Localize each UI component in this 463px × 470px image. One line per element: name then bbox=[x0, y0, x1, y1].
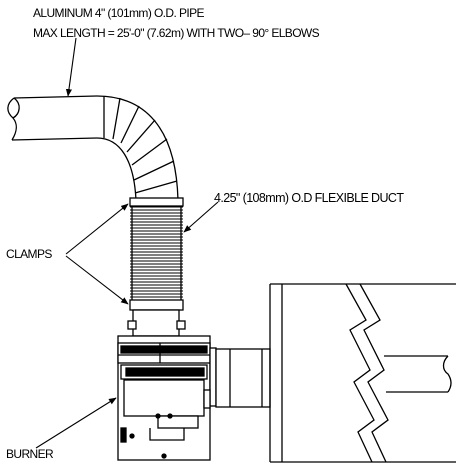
pipe-label-line1: ALUMINUM 4" (101mm) O.D. PIPE bbox=[33, 6, 204, 20]
burner-collar bbox=[132, 309, 180, 337]
pipe-label-line2: MAX LENGTH = 25'-0" (7.62m) WITH TWO– 90… bbox=[33, 26, 320, 40]
upper-clamp bbox=[129, 197, 184, 207]
flex-duct-leader bbox=[183, 201, 219, 233]
flexible-duct bbox=[130, 204, 183, 300]
clamp-leader-lower bbox=[65, 255, 129, 305]
heat-chamber bbox=[269, 283, 456, 463]
clamp-leader-upper bbox=[65, 203, 129, 255]
combustion-tube bbox=[215, 348, 271, 408]
burner-leader bbox=[35, 397, 117, 449]
burner-housing bbox=[117, 335, 217, 461]
aluminum-pipe bbox=[7, 95, 179, 201]
lower-clamp bbox=[129, 299, 184, 311]
pipe-leader bbox=[65, 37, 77, 97]
burner-label: BURNER bbox=[6, 447, 54, 461]
clamps-label: CLAMPS bbox=[6, 247, 52, 261]
flex-duct-label: 4.25" (108mm) O.D FLEXIBLE DUCT bbox=[214, 191, 404, 205]
